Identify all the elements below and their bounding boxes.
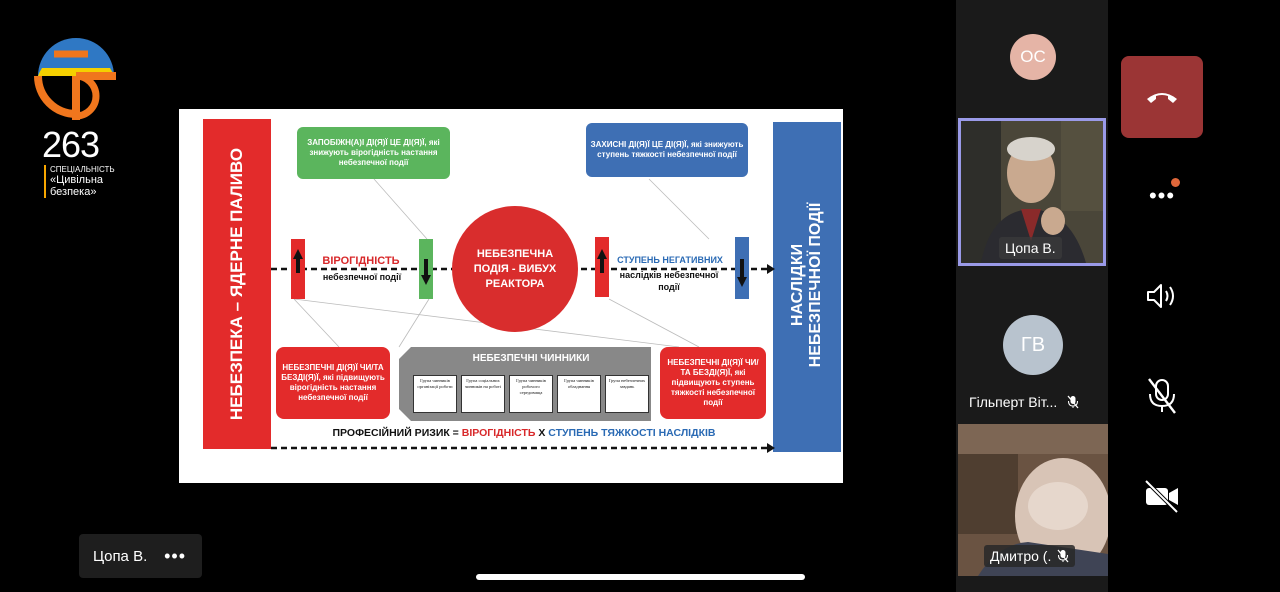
specialty-label: СПЕЦІАЛЬНІСТЬ	[50, 165, 115, 174]
call-controls: •••	[1108, 0, 1280, 592]
more-options-button[interactable]: •••	[1138, 178, 1186, 214]
severity-subtitle: наслідків небезпечної події	[619, 270, 719, 292]
participant-name-row: Гільперт Віт...	[969, 394, 1079, 410]
presenter-name-chip[interactable]: Цопа В. •••	[79, 534, 202, 578]
factors-title: НЕБЕЗПЕЧНІ ЧИННИКИ	[472, 353, 590, 364]
participant-name: Цопа В.	[1005, 240, 1056, 256]
probability-label: ВІРОГІДНІСТЬ	[322, 255, 400, 267]
factor-cell: Група небезпечних завдань	[605, 375, 649, 413]
right-bar-line1: НАСЛІДКИ	[789, 243, 806, 327]
severity-label: СТУПЕНЬ НЕГАТИВНИХ	[615, 255, 725, 265]
speaker-button[interactable]	[1142, 278, 1182, 314]
probability-subtitle: небезпечної події	[307, 272, 417, 282]
hang-up-icon	[1147, 93, 1177, 103]
presenter-name: Цопа В.	[93, 547, 148, 565]
right-bar-line2: НЕБЕЗПЕЧНОЇ ПОДІЇ	[807, 202, 824, 368]
shared-slide: НЕБЕЗПЕКА – ЯДЕРНЕ ПАЛИВО НАСЛІДКИ НЕБЕЗ…	[179, 109, 843, 483]
left-bar-label: НЕБЕЗПЕКА – ЯДЕРНЕ ПАЛИВО	[227, 147, 246, 421]
home-indicator[interactable]	[476, 574, 805, 580]
participants-panel: ОС Цопа В. ГВ Гільперт Віт...	[956, 0, 1108, 592]
participant-nameplate: Цопа В.	[999, 237, 1062, 259]
formula-probability: ВІРОГІДНІСТЬ	[461, 427, 536, 439]
camera-button[interactable]	[1140, 476, 1184, 516]
participant-avatar[interactable]: ГВ	[1003, 315, 1063, 375]
mute-button[interactable]	[1142, 376, 1182, 416]
factor-cell: Група чинників обладнання	[557, 375, 601, 413]
formula-severity: СТУПЕНЬ ТЯЖКОСТІ НАСЛІДКІВ	[548, 427, 716, 439]
notification-dot	[1171, 178, 1180, 187]
factor-cell: Група чинників організації роботи	[413, 375, 457, 413]
formula-prefix: ПРОФЕСІЙНИЙ РИЗИК =	[332, 427, 462, 439]
blue-protection-box: ЗАХИСНІ ДІ(Я)Ї ЦЕ ДІ(Я)Ї, які знижують с…	[586, 123, 748, 177]
factor-cell: Група соціальних чинників на роботі	[461, 375, 505, 413]
more-options-icon[interactable]: •••	[164, 546, 186, 566]
participant-name: Гільперт Віт...	[969, 394, 1058, 410]
mic-off-icon	[1148, 378, 1176, 414]
muted-mic-icon	[1057, 549, 1069, 563]
formula-times: Х	[535, 427, 549, 439]
red-severity-box: НЕБЕЗПЕЧНІ ДІ(Я)Ї ЧИ/ТА БЕЗДІ(Я)Ї, які п…	[660, 347, 766, 419]
left-hazard-bar	[203, 119, 271, 449]
participant-avatar[interactable]: ОС	[1010, 34, 1056, 80]
specialty-caption: СПЕЦІАЛЬНІСТЬ «Цивільна безпека»	[44, 165, 124, 198]
event-circle-label: НЕБЕЗПЕЧНА ПОДІЯ - ВИБУХ РЕАКТОРА	[473, 247, 557, 290]
factor-cells: Група чинників організації роботи Група …	[413, 375, 649, 413]
red-probability-box: НЕБЕЗПЕЧНІ ДІ(Я)Ї ЧИ/ТА БЕЗДІ(Я)Ї, які п…	[276, 347, 390, 419]
participant-video-tile[interactable]: Дмитро (.	[958, 424, 1108, 576]
left-strip	[0, 0, 66, 592]
specialty-name: «Цивільна безпека»	[50, 174, 104, 198]
specialty-number: 263	[42, 124, 100, 165]
muted-mic-icon	[1067, 395, 1079, 409]
green-prevention-box: ЗАПОБІЖН(А)І ДІ(Я)Ї ЦЕ ДІ(Я)Ї, які знижу…	[297, 127, 450, 179]
risk-formula: ПРОФЕСІЙНИЙ РИЗИК = ВІРОГІДНІСТЬ Х СТУПЕ…	[289, 427, 759, 439]
end-call-button[interactable]	[1121, 56, 1203, 138]
participant-nameplate: Дмитро (.	[984, 545, 1076, 567]
participant-video-tile[interactable]: Цопа В.	[958, 118, 1106, 266]
university-logo	[34, 38, 116, 120]
camera-off-icon	[1144, 479, 1179, 513]
speaker-icon	[1147, 284, 1174, 308]
factor-cell: Група чинників робочого середовища	[509, 375, 553, 413]
participant-video	[958, 424, 1108, 576]
participant-name: Дмитро (.	[990, 548, 1052, 564]
more-dots-icon: •••	[1148, 183, 1176, 208]
right-bar-label: НАСЛІДКИ НЕБЕЗПЕЧНОЇ ПОДІЇ	[789, 120, 825, 450]
right-consequence-bar	[773, 122, 841, 452]
event-circle	[452, 206, 578, 332]
